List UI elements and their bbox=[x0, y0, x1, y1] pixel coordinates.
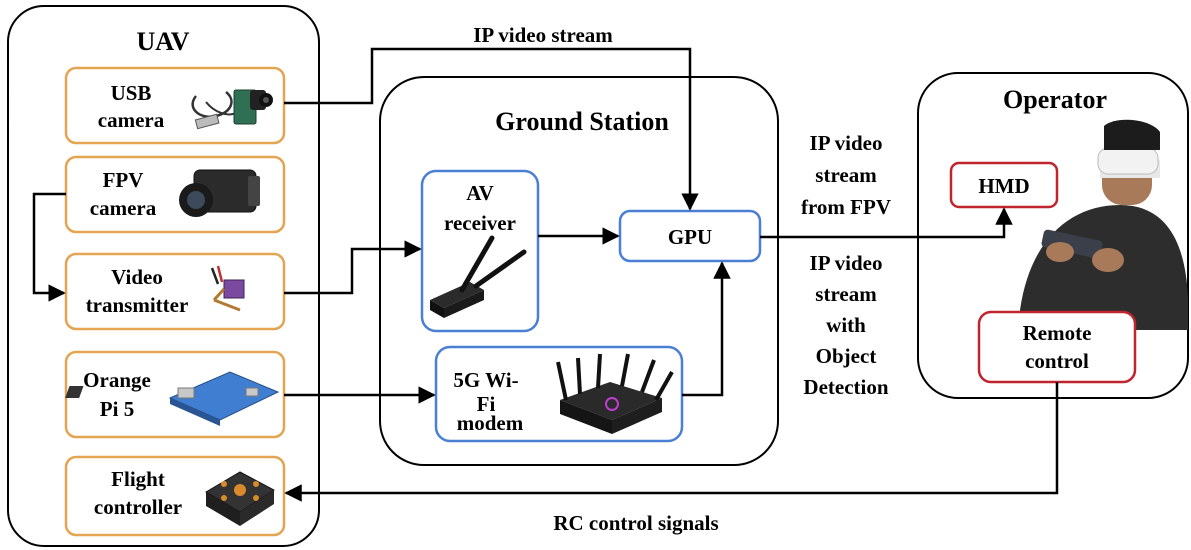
ip-video-fpv-line-1: IP video bbox=[810, 131, 883, 155]
fpv-camera-label-2: camera bbox=[90, 196, 157, 220]
orange-pi-label-1: Orange bbox=[83, 368, 151, 392]
ground-station-title: Ground Station bbox=[495, 107, 669, 136]
av-receiver-label-1: AV bbox=[466, 181, 494, 205]
usb-camera-box: USB camera bbox=[64, 66, 286, 145]
video-transmitter-label-2: transmitter bbox=[86, 293, 189, 317]
transmitter-to-receiver-arrow bbox=[284, 240, 422, 295]
orange-pi-box: Orange Pi 5 bbox=[64, 350, 286, 439]
single-board-computer-icon bbox=[65, 371, 280, 426]
modem-box: 5G Wi- Fi modem bbox=[434, 345, 684, 443]
ip-video-detection-line-4: Object bbox=[816, 344, 877, 368]
fpv-camera-box: FPV camera bbox=[64, 155, 286, 234]
flight-controller-label-1: Flight bbox=[111, 467, 165, 491]
remote-control-box: Remote control bbox=[977, 310, 1137, 384]
ip-video-detection-line-3: with bbox=[826, 313, 866, 337]
remote-control-label-2: control bbox=[1025, 349, 1089, 373]
video-transmitter-label-1: Video bbox=[111, 265, 163, 289]
modem-to-gpu-arrow bbox=[682, 261, 731, 397]
hmd-box: HMD bbox=[949, 161, 1059, 209]
hmd-label: HMD bbox=[978, 174, 1029, 198]
video-transmitter-icon bbox=[210, 265, 245, 312]
gpu-label: GPU bbox=[668, 225, 712, 249]
orange-pi-label-2: Pi 5 bbox=[100, 397, 134, 421]
video-transmitter-box: Video transmitter bbox=[64, 252, 286, 331]
ip-video-fpv-line-2: stream bbox=[815, 163, 877, 187]
fpv-to-transmitter-arrow bbox=[32, 192, 66, 302]
remote-to-flight-controller-arrow bbox=[284, 382, 1059, 502]
modem-label-1: 5G Wi- bbox=[453, 368, 518, 392]
router-icon bbox=[556, 353, 674, 434]
ip-video-detection-label: IP video stream with Object Detection bbox=[803, 251, 888, 399]
modem-label-2: Fi bbox=[477, 392, 496, 416]
rc-signals-label: RC control signals bbox=[553, 511, 718, 535]
remote-control-label-1: Remote bbox=[1023, 321, 1092, 345]
av-receiver-box: AV receiver bbox=[420, 169, 540, 333]
fpv-camera-label-1: FPV bbox=[103, 168, 144, 192]
uav-title: UAV bbox=[137, 27, 190, 56]
flight-controller-board-icon bbox=[205, 471, 275, 526]
gpu-to-hmd-arrow bbox=[760, 207, 1013, 239]
ip-video-fpv-line-3: from FPV bbox=[801, 195, 891, 219]
ip-video-fpv-label: IP video stream from FPV bbox=[801, 131, 891, 219]
receiver-antenna-icon bbox=[430, 235, 527, 318]
modem-label-3: modem bbox=[457, 411, 524, 435]
connection-arrows bbox=[32, 47, 1059, 502]
flight-controller-label-2: controller bbox=[94, 495, 182, 519]
gpu-box: GPU bbox=[618, 209, 762, 263]
av-receiver-label-2: receiver bbox=[444, 211, 516, 235]
fpv-camera-icon bbox=[179, 169, 260, 217]
usb-to-gpu-arrow bbox=[284, 47, 699, 211]
ip-video-detection-line-2: stream bbox=[815, 282, 877, 306]
operator-with-headset-icon bbox=[1020, 119, 1188, 330]
ip-video-detection-line-1: IP video bbox=[810, 251, 883, 275]
ip-video-stream-label: IP video stream bbox=[473, 23, 613, 47]
ip-video-detection-line-5: Detection bbox=[803, 375, 888, 399]
operator-title: Operator bbox=[1003, 85, 1107, 114]
usb-camera-label-2: camera bbox=[98, 108, 165, 132]
usb-camera-label-1: USB bbox=[111, 81, 152, 105]
usb-camera-icon bbox=[191, 89, 273, 130]
flight-controller-box: Flight controller bbox=[64, 455, 286, 537]
